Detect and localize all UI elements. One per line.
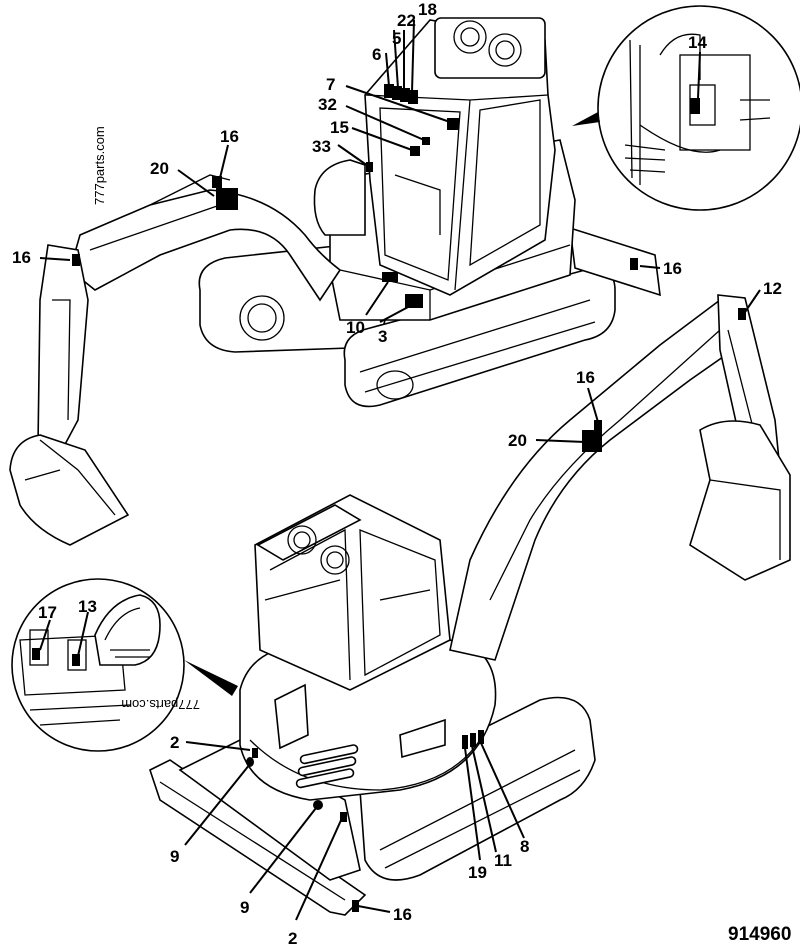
decal-33 [366,162,373,172]
excavator-top-view: 5 22 18 6 7 32 15 33 16 20 16 16 10 3 77… [9,0,682,546]
decal-9-front [313,800,323,810]
callout-3: 3 [378,327,387,346]
callout-13: 13 [78,597,97,616]
callout-22: 22 [397,11,416,30]
callout-33: 33 [312,137,331,156]
callout-6: 6 [372,45,381,64]
decal-16-top-boom [212,176,222,188]
top-bucket [9,434,130,546]
decal-16-bottom-boom [594,420,602,430]
top-right-track [343,268,616,408]
callout-15: 15 [330,118,349,137]
callout-12: 12 [763,279,782,298]
callout-9-front: 9 [240,898,249,917]
callout-18: 18 [418,0,437,19]
callout-32: 32 [318,95,337,114]
callout-16-bottom-blade: 16 [393,905,412,924]
decal-22 [400,88,410,102]
watermark-vertical: 777parts.com [92,126,107,205]
bottom-dozer-blade [149,759,367,916]
top-dozer-blade [569,226,661,297]
decal-16-top-arm [72,254,80,266]
detail-circle-17-13: 17 13 777parts.com [11,578,238,752]
callout-16-bottom-boom: 16 [576,368,595,387]
watermark-mirrored: 777parts.com [121,697,200,712]
callout-16-top-boom: 16 [220,127,239,146]
decal-8 [478,730,484,744]
decal-6 [384,84,394,98]
decal-2-side [252,748,258,758]
decal-2-front [340,812,347,822]
decal-16-bottom-blade [352,900,359,912]
bottom-bucket [689,420,791,581]
decal-17 [32,648,40,660]
decal-3-top [405,294,423,308]
callout-9-left: 9 [170,847,179,866]
callout-11: 11 [494,851,512,870]
callout-20-bottom: 20 [508,431,527,450]
callout-16-top-arm: 16 [12,248,31,267]
callout-2-side: 2 [170,733,179,752]
decal-15 [410,146,420,156]
callout-16-top-blade: 16 [663,259,682,278]
decal-10-top [382,272,398,282]
decal-16-top-blade [630,258,638,270]
decal-20-top-boom [216,188,238,210]
decal-9-left [246,757,254,767]
callout-19: 19 [468,863,487,882]
callout-17: 17 [38,603,57,622]
top-arm [37,244,89,451]
decal-18 [408,90,418,104]
detail-circle-14: 14 [572,5,800,211]
decal-12 [738,308,746,320]
bottom-right-track [359,696,596,881]
decal-20-bottom-boom [582,430,602,452]
callout-5: 5 [392,29,401,48]
decal-13 [72,654,80,666]
callout-7: 7 [326,75,335,94]
callout-2-front: 2 [288,929,297,948]
decal-14 [690,98,700,114]
decal-32 [422,137,430,145]
decal-11 [470,733,476,747]
callout-20-top: 20 [150,159,169,178]
bottom-left-track [178,739,361,881]
callout-8: 8 [520,837,529,856]
decal-7 [447,118,459,130]
decal-5 [392,86,402,100]
decal-19 [462,735,468,749]
callout-14: 14 [688,33,707,52]
callout-10: 10 [346,318,365,337]
excavator-bottom-view: 12 16 20 2 9 9 2 19 11 8 16 [149,279,791,948]
drawing-number: 914960 [728,924,791,945]
